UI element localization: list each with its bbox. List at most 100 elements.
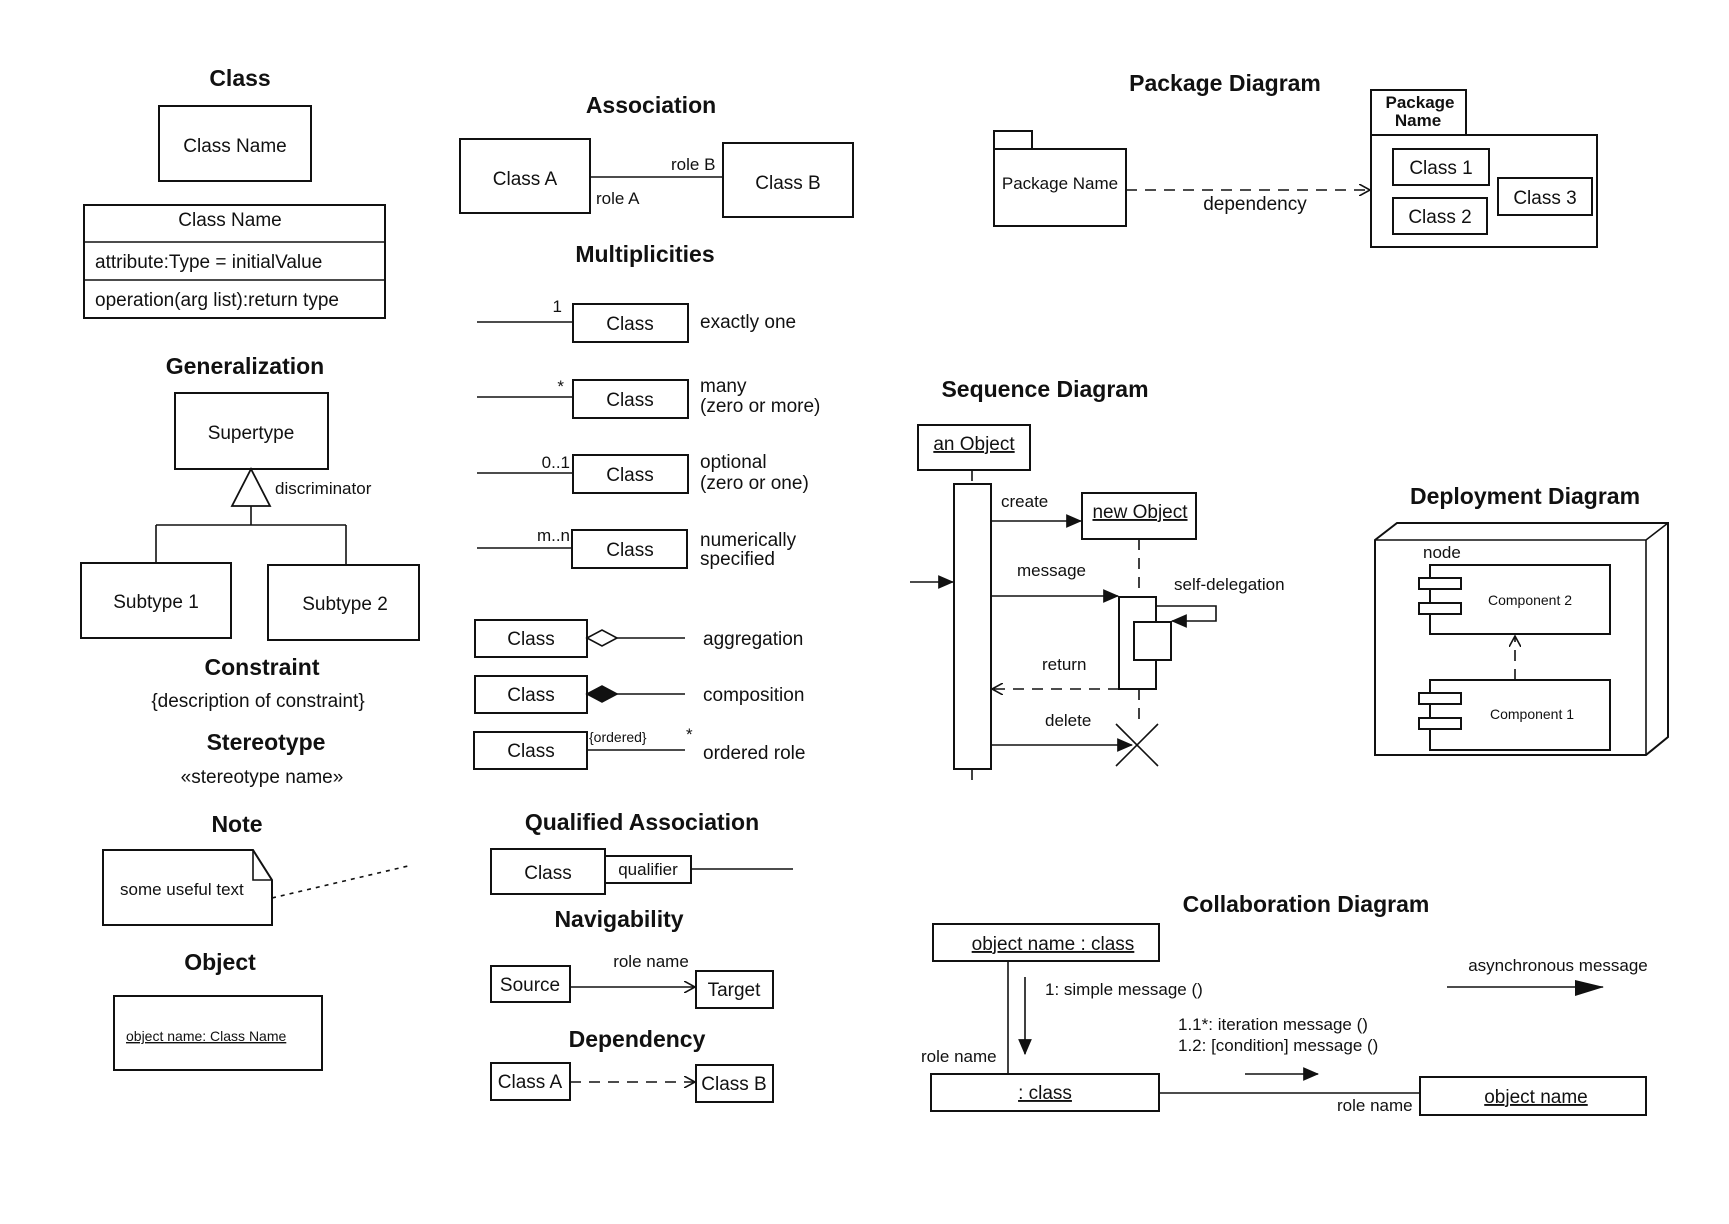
aggregation-class-label: Class (507, 629, 555, 650)
mult-class-1-label: Class (606, 314, 654, 335)
package-class3-label: Class 3 (1513, 188, 1576, 209)
ordered-class (473, 731, 588, 770)
qualified-class (490, 848, 606, 895)
collab-object2-box (1419, 1076, 1647, 1116)
collab-role2: role name (1337, 1096, 1413, 1115)
sequence-object-box (917, 424, 1031, 471)
package-class2 (1392, 197, 1488, 235)
sequence-activation-main (953, 483, 992, 770)
sequence-new-object-label: new Object (1092, 502, 1188, 523)
ordered-constraint: {ordered} (589, 729, 647, 745)
navigability-source-label: Source (500, 975, 560, 996)
dependency-class-a-label: Class A (498, 1072, 563, 1093)
collab-class-label: : class (1018, 1083, 1072, 1104)
association-class-a-label: Class A (493, 169, 558, 190)
composition-label: composition (703, 685, 804, 706)
collab-iter-msg: 1.1*: iteration message () (1178, 1015, 1368, 1034)
mult-desc-3b: (zero or one) (700, 473, 809, 494)
mult-desc-2a: many (700, 376, 747, 397)
collab-object1-box (932, 923, 1160, 962)
mult-class-4 (571, 529, 688, 569)
sequence-return-label: return (1042, 655, 1086, 674)
ordered-role-row: Class {ordered} * ordered role (473, 725, 805, 770)
class-full-name: Class Name (178, 210, 281, 231)
mult-class-3-label: Class (606, 465, 654, 486)
sequence-create-label: create (1001, 492, 1048, 511)
object-box (113, 995, 323, 1071)
mult-desc-4a: numerically (700, 530, 797, 551)
stereotype-text: «stereotype name» (181, 767, 344, 788)
collaboration-heading: Collaboration Diagram (1183, 891, 1430, 917)
collaboration-section: Collaboration Diagram object name : clas… (921, 891, 1648, 1116)
aggregation-class (474, 619, 588, 658)
sequence-new-object-box (1081, 492, 1197, 540)
supertype-label: Supertype (208, 423, 295, 444)
note-text: some useful text (120, 880, 244, 899)
object-heading: Object (184, 949, 256, 975)
multiplicities-section: Multiplicities Class 1 exactly one Class… (477, 241, 820, 570)
dependency-class-b-label: Class B (701, 1074, 766, 1095)
mult-class-4-label: Class (606, 540, 654, 561)
aggregation-diamond (585, 629, 619, 647)
class-full-box (83, 204, 386, 319)
sequence-delete-label: delete (1045, 711, 1091, 730)
mult-class-1 (572, 303, 689, 343)
collab-object1-label: object name : class (972, 934, 1135, 955)
class-simple-box (158, 105, 312, 182)
qualifier-label: qualifier (618, 860, 678, 879)
collab-object2-label: object name (1484, 1087, 1588, 1108)
navigability-target (695, 970, 774, 1009)
collab-cond-msg: 1.2: [condition] message () (1178, 1036, 1378, 1055)
navigability-source (490, 965, 571, 1003)
class-section: Class Class Name Class Name attribute:Ty… (83, 65, 386, 319)
stereotype-heading: Stereotype (207, 729, 326, 755)
dependency-section: Dependency Class A Class B (490, 1026, 774, 1103)
generalization-section: Generalization Supertype discriminator S… (80, 353, 420, 641)
class-attribute: attribute:Type = initialValue (95, 252, 322, 273)
aggregation-label: aggregation (703, 629, 803, 650)
component1-label: Component 1 (1490, 706, 1574, 722)
note-section: Note some useful text (102, 811, 409, 926)
note-heading: Note (211, 811, 262, 837)
collab-async-label: asynchronous message (1468, 956, 1648, 975)
deployment-section: Deployment Diagram node Component 2 Comp… (1374, 483, 1669, 756)
qualified-class-label: Class (524, 863, 572, 884)
subtype2-label: Subtype 2 (302, 594, 388, 615)
subtype1-box (80, 562, 232, 639)
class-operation: operation(arg list):return type (95, 290, 339, 311)
mult-value-1: 1 (553, 297, 562, 316)
association-class-a (459, 138, 591, 214)
package-heading: Package Diagram (1129, 70, 1321, 96)
package-name-label: Package Name (1002, 174, 1118, 193)
mult-class-3 (572, 454, 689, 494)
association-class-b-label: Class B (755, 173, 820, 194)
composition-row: Class composition (474, 675, 804, 714)
constraint-text: {description of constraint} (151, 691, 364, 712)
class-simple-name: Class Name (183, 136, 286, 157)
qualified-association-section: Qualified Association Class qualifier (490, 809, 793, 895)
supertype-box (174, 392, 329, 470)
mult-desc-3a: optional (700, 452, 767, 473)
sequence-section: Sequence Diagram an Object create new Ob… (910, 376, 1285, 785)
qualified-heading: Qualified Association (525, 809, 759, 835)
dependency-class-b (695, 1064, 774, 1103)
navigability-heading: Navigability (554, 906, 683, 932)
package-section: Package Diagram Package Name dependency … (993, 70, 1598, 248)
association-heading: Association (586, 92, 716, 118)
mult-value-3: 0..1 (542, 453, 570, 472)
deployment-node-label: node (1423, 543, 1461, 562)
collab-msg1: 1: simple message () (1045, 980, 1203, 999)
mult-value-4: m..n (537, 526, 570, 545)
object-section: Object object name: Class Name (113, 949, 323, 1071)
role-b-label: role B (671, 155, 715, 174)
mult-class-2 (572, 379, 689, 419)
subtype2-box (267, 564, 420, 641)
sequence-heading: Sequence Diagram (941, 376, 1148, 402)
mult-desc-4b: specified (700, 549, 775, 570)
deployment-heading: Deployment Diagram (1410, 483, 1640, 509)
navigability-target-label: Target (708, 980, 762, 1001)
generalization-heading: Generalization (166, 353, 324, 379)
class-heading: Class (209, 65, 270, 91)
generalization-triangle (230, 467, 272, 507)
navigability-section: Navigability Source Target role name (490, 906, 774, 1009)
